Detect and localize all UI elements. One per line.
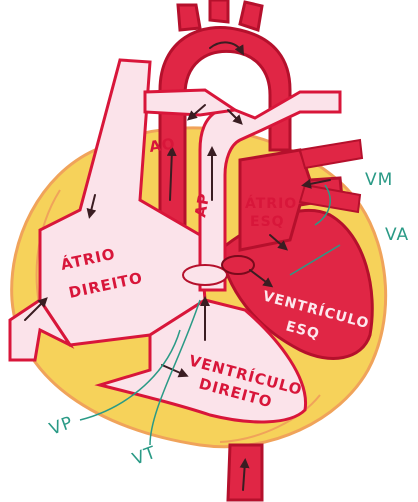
- label-va: VA: [385, 225, 409, 245]
- label-atrio-esq-2: ESQ: [250, 214, 285, 230]
- label-atrio-esq-1: ÁTRIO: [245, 195, 297, 212]
- label-vm: VM: [365, 170, 393, 190]
- label-ao: AO: [148, 134, 177, 155]
- label-vp: VP: [47, 413, 76, 440]
- tricuspid-valve: [183, 265, 227, 285]
- label-vt: VT: [130, 443, 159, 470]
- mitral-valve: [222, 256, 254, 274]
